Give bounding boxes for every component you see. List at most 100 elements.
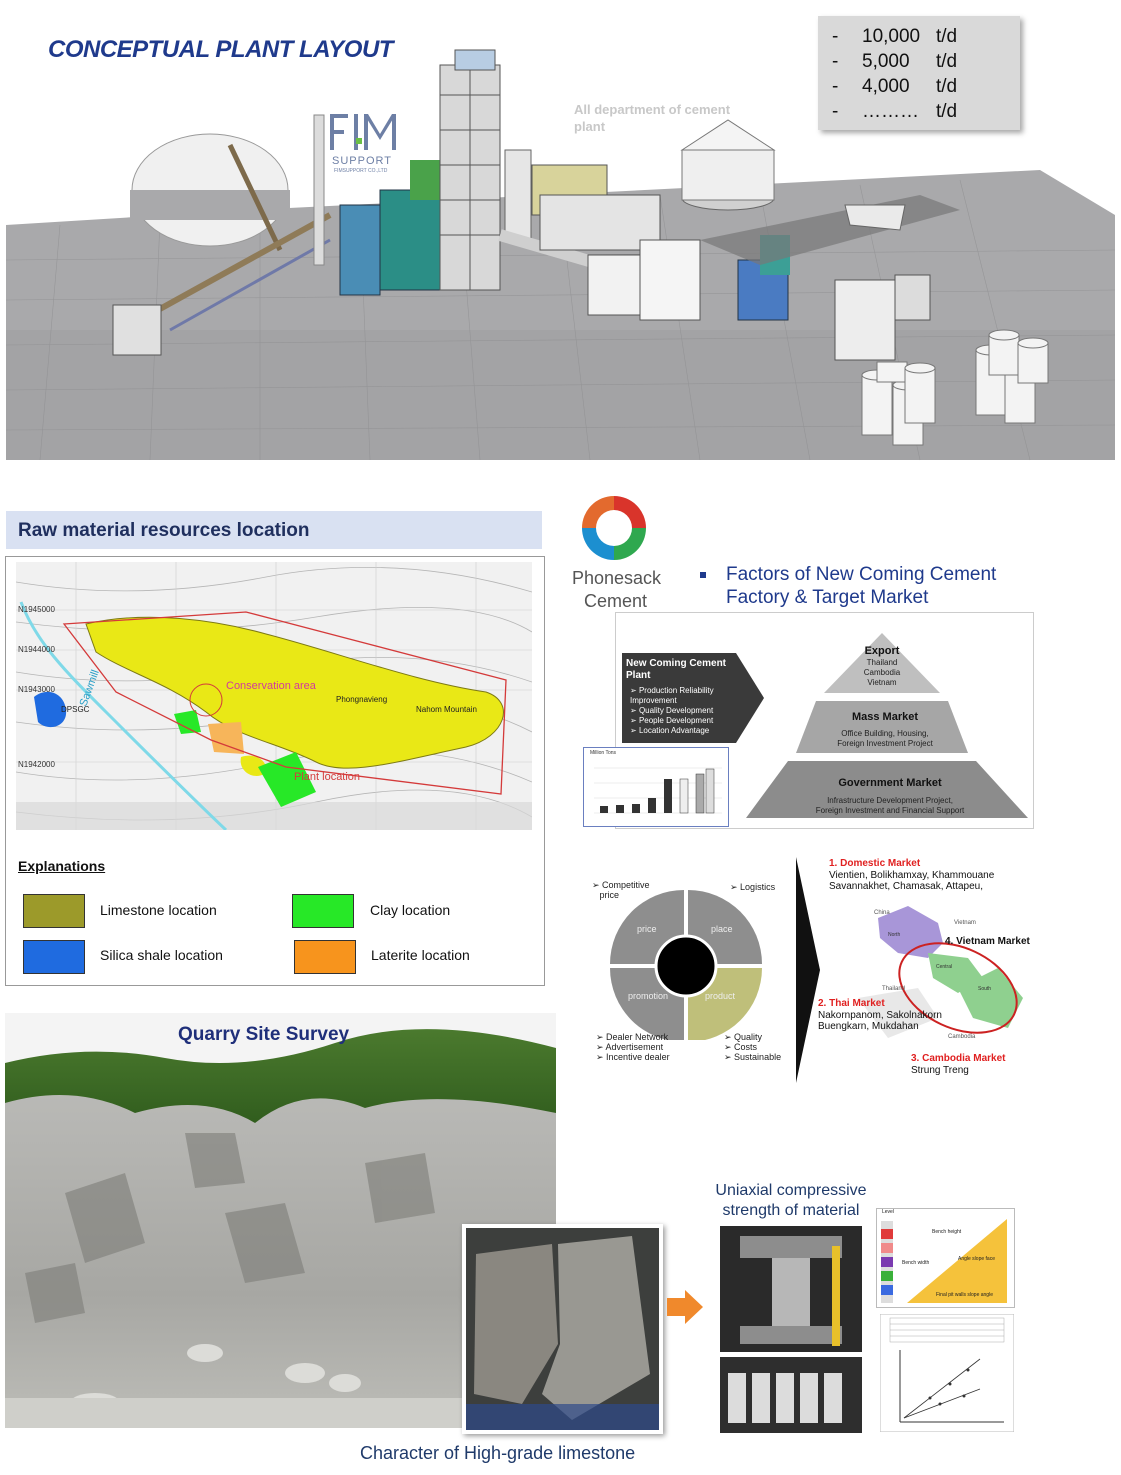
company-name: Phonesack Cement	[572, 568, 662, 611]
plant-watermark: All department of cement plant	[574, 102, 731, 134]
map-label: Conservation area	[226, 680, 317, 692]
demand-chart: Million Tons	[583, 747, 729, 827]
conveyor	[138, 212, 332, 323]
map-label: N1945000	[18, 605, 55, 614]
fim-logo-sub: FIMSUPPORT CO.,LTD	[334, 168, 388, 174]
pyramid-mass-sub: Office Building, Housing, Foreign Invest…	[837, 729, 933, 748]
map-small-label: South	[978, 986, 991, 992]
raw-material-heading: Raw material resources location	[18, 520, 310, 541]
laterite-swatch	[294, 940, 356, 974]
map-label: N1944000	[18, 645, 55, 654]
laos-market-map: China Vietnam Thailand Cambodia North Ce…	[858, 906, 1023, 1040]
ucs-caption: Uniaxial compressive strength of materia…	[715, 1182, 867, 1219]
arrow-items: ➢ Production Reliability Improvement ➢ Q…	[630, 686, 714, 735]
map-small-label: China	[874, 910, 890, 916]
bench-width: Bench width	[902, 1260, 930, 1266]
cement-silo	[681, 149, 775, 201]
bench-level: Level	[882, 1209, 894, 1215]
marketing-mix-wheel	[610, 890, 762, 1040]
silica-area	[34, 691, 67, 728]
storage-tanks	[861, 329, 1049, 446]
new-plant-arrow	[622, 653, 764, 743]
limestone-caption: Character of High-grade limestone	[360, 1443, 636, 1463]
mix-tr: ➢ Logistics	[730, 882, 776, 892]
map-label: Phongnavieng	[336, 695, 387, 704]
big-arrow-icon	[796, 857, 820, 1083]
cambodia-market-title: 3. Cambodia Market	[911, 1053, 1006, 1064]
bench-final-pit: Final pit walls slope angle	[936, 1292, 993, 1298]
clay-area	[258, 752, 316, 807]
fim-logo	[328, 112, 404, 152]
orange-arrow-icon	[667, 1290, 703, 1324]
laterite-label: Laterite location	[371, 947, 470, 963]
phonesack-logo	[582, 496, 646, 560]
bench-height: Bench height	[932, 1229, 962, 1235]
pyramid-government	[746, 761, 1028, 818]
explanations-title: Explanations	[18, 858, 106, 874]
factors-diagram-graphic	[622, 633, 1028, 818]
limestone-sample-photo	[462, 1224, 663, 1434]
pyramid-export	[824, 633, 940, 693]
map-label: Nahom Mountain	[416, 705, 477, 714]
factors-heading: Factors of New Coming Cement Factory & T…	[726, 564, 997, 608]
cambodia-market-cities: Strung Treng	[911, 1065, 969, 1076]
limestone-area	[85, 616, 504, 769]
demand-chart-bars	[594, 767, 722, 814]
fim-logo-text: SUPPORT	[332, 155, 392, 167]
clay-swatch	[292, 894, 354, 928]
domestic-market-title: 1. Domestic Market	[829, 858, 921, 869]
map-small-label: North	[888, 932, 900, 938]
mix-tl: ➢ Competitive price	[592, 880, 650, 900]
pyramid-gov-sub: Infrastructure Development Project, Fore…	[815, 796, 965, 815]
plant-layout-render	[5, 49, 1116, 461]
map-label: Plant location	[294, 771, 360, 783]
map-small-label: Vietnam	[954, 920, 976, 926]
raw-material-heading-bar: Raw material resources location	[6, 511, 542, 549]
pyramid-mass-title: Mass Market	[851, 711, 919, 723]
silica-swatch	[23, 940, 85, 974]
packing-building	[834, 279, 896, 361]
map-label: N1943000	[18, 685, 55, 694]
map-small-label: Central	[936, 964, 952, 970]
capacity-row: -………t/d	[832, 101, 958, 122]
crusher-building	[112, 304, 162, 356]
map-small-label: Thailand	[882, 986, 905, 992]
silica-label: Silica shale location	[100, 947, 223, 963]
page-title: CONCEPTUAL PLANT LAYOUT	[48, 36, 393, 63]
map-label: DPSGC	[61, 705, 90, 714]
map-label: N1942000	[18, 760, 55, 769]
vietnam-market-title: 4. Vietnam Market	[945, 936, 1030, 947]
core-samples-photo	[720, 1357, 862, 1433]
bench-diagram	[876, 1208, 1015, 1308]
raw-material-map: Conservation area Plant location N194500…	[16, 562, 532, 830]
clay-label: Clay location	[370, 902, 451, 918]
limestone-swatch	[23, 894, 85, 928]
market-ellipse	[898, 942, 1018, 1034]
ucs-test-photo	[720, 1226, 862, 1352]
raw-mill	[339, 204, 381, 296]
pyramid-mass	[796, 701, 968, 753]
quarry-heading: Quarry Site Survey	[178, 1024, 350, 1045]
arrow-title: New Coming Cement Plant	[626, 658, 727, 681]
price-label: price	[637, 924, 657, 934]
place-label: place	[711, 924, 733, 934]
promotion-label: promotion	[628, 991, 669, 1001]
mix-br: ➢ Quality➢ Costs➢ Sustainable	[724, 1032, 782, 1062]
pyramid-gov-title: Government Market	[838, 777, 942, 789]
thai-market-title: 2. Thai Market	[818, 998, 885, 1009]
pyramid-export-sub: Thailand Cambodia Vietnam	[863, 658, 901, 687]
chart-title: Million Tons	[590, 750, 617, 756]
strength-graph	[880, 1314, 1014, 1432]
bench-angle-face: Angle slope face	[958, 1256, 995, 1262]
product-label: product	[705, 991, 736, 1001]
map-small-label: Cambodia	[948, 1034, 976, 1040]
limestone-label: Limestone location	[100, 902, 217, 918]
bullet-icon	[700, 572, 706, 578]
mix-bl: ➢ Dealer Network➢ Advertisement➢ Incenti…	[596, 1032, 670, 1062]
